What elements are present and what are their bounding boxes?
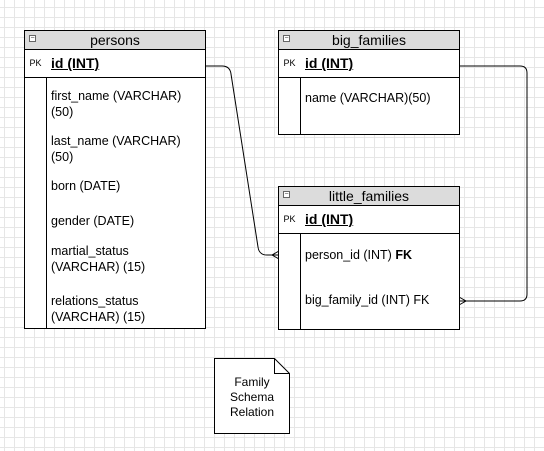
primary-key-row[interactable]: PK id (INT) [25,50,205,78]
big-families-table[interactable]: − big_families PK id (INT) name (VARCHAR… [278,30,460,135]
collapse-toggle-icon[interactable]: − [29,35,36,42]
table-header[interactable]: − persons [25,31,205,50]
pk-label: PK [283,214,296,224]
table-header[interactable]: − little_families [279,187,459,206]
note-shape-icon [214,358,290,434]
field-name[interactable]: name (VARCHAR)(50) [305,91,431,105]
table-title: persons [90,32,140,48]
field-relations-status[interactable]: relations_status (VARCHAR) (15) [51,294,146,324]
table-title: big_families [332,32,406,48]
field-last-name[interactable]: last_name (VARCHAR) (50) [51,134,181,164]
crows-foot-marker [270,250,280,260]
column-divider [300,78,301,134]
pk-field: id (INT) [51,55,100,71]
note-text: Family Schema Relation [229,375,275,419]
column-divider [300,234,301,329]
little-families-table[interactable]: − little_families PK id (INT) person_id … [278,186,460,330]
note-shape[interactable]: Family Schema Relation [214,358,290,434]
crows-foot-marker [458,296,468,306]
fk-tag: FK [395,248,412,262]
connector-big-families-to-little-families [459,65,528,302]
pk-label: PK [29,58,42,68]
table-title: little_families [328,188,410,204]
collapse-toggle-icon[interactable]: − [283,35,290,42]
primary-key-row[interactable]: PK id (INT) [279,50,459,78]
field-first-name[interactable]: first_name (VARCHAR) (50) [51,89,182,119]
connector-persons-to-little-families [205,65,279,256]
field-person-id[interactable]: person_id (INT) FK [305,248,412,262]
pk-label: PK [283,58,296,68]
table-header[interactable]: − big_families [279,31,459,50]
primary-key-row[interactable]: PK id (INT) [279,206,459,234]
field-big-family-id[interactable]: big_family_id (INT) FK [305,293,430,307]
pk-field: id (INT) [305,55,354,71]
field-martial-status[interactable]: martial_status (VARCHAR) (15) [51,244,146,274]
column-divider [46,78,47,328]
field-gender[interactable]: gender (DATE) [51,214,135,228]
pk-field: id (INT) [305,211,354,227]
persons-table[interactable]: − persons PK id (INT) first_name (VARCHA… [24,30,206,329]
collapse-toggle-icon[interactable]: − [283,191,290,198]
field-born[interactable]: born (DATE) [51,179,121,193]
